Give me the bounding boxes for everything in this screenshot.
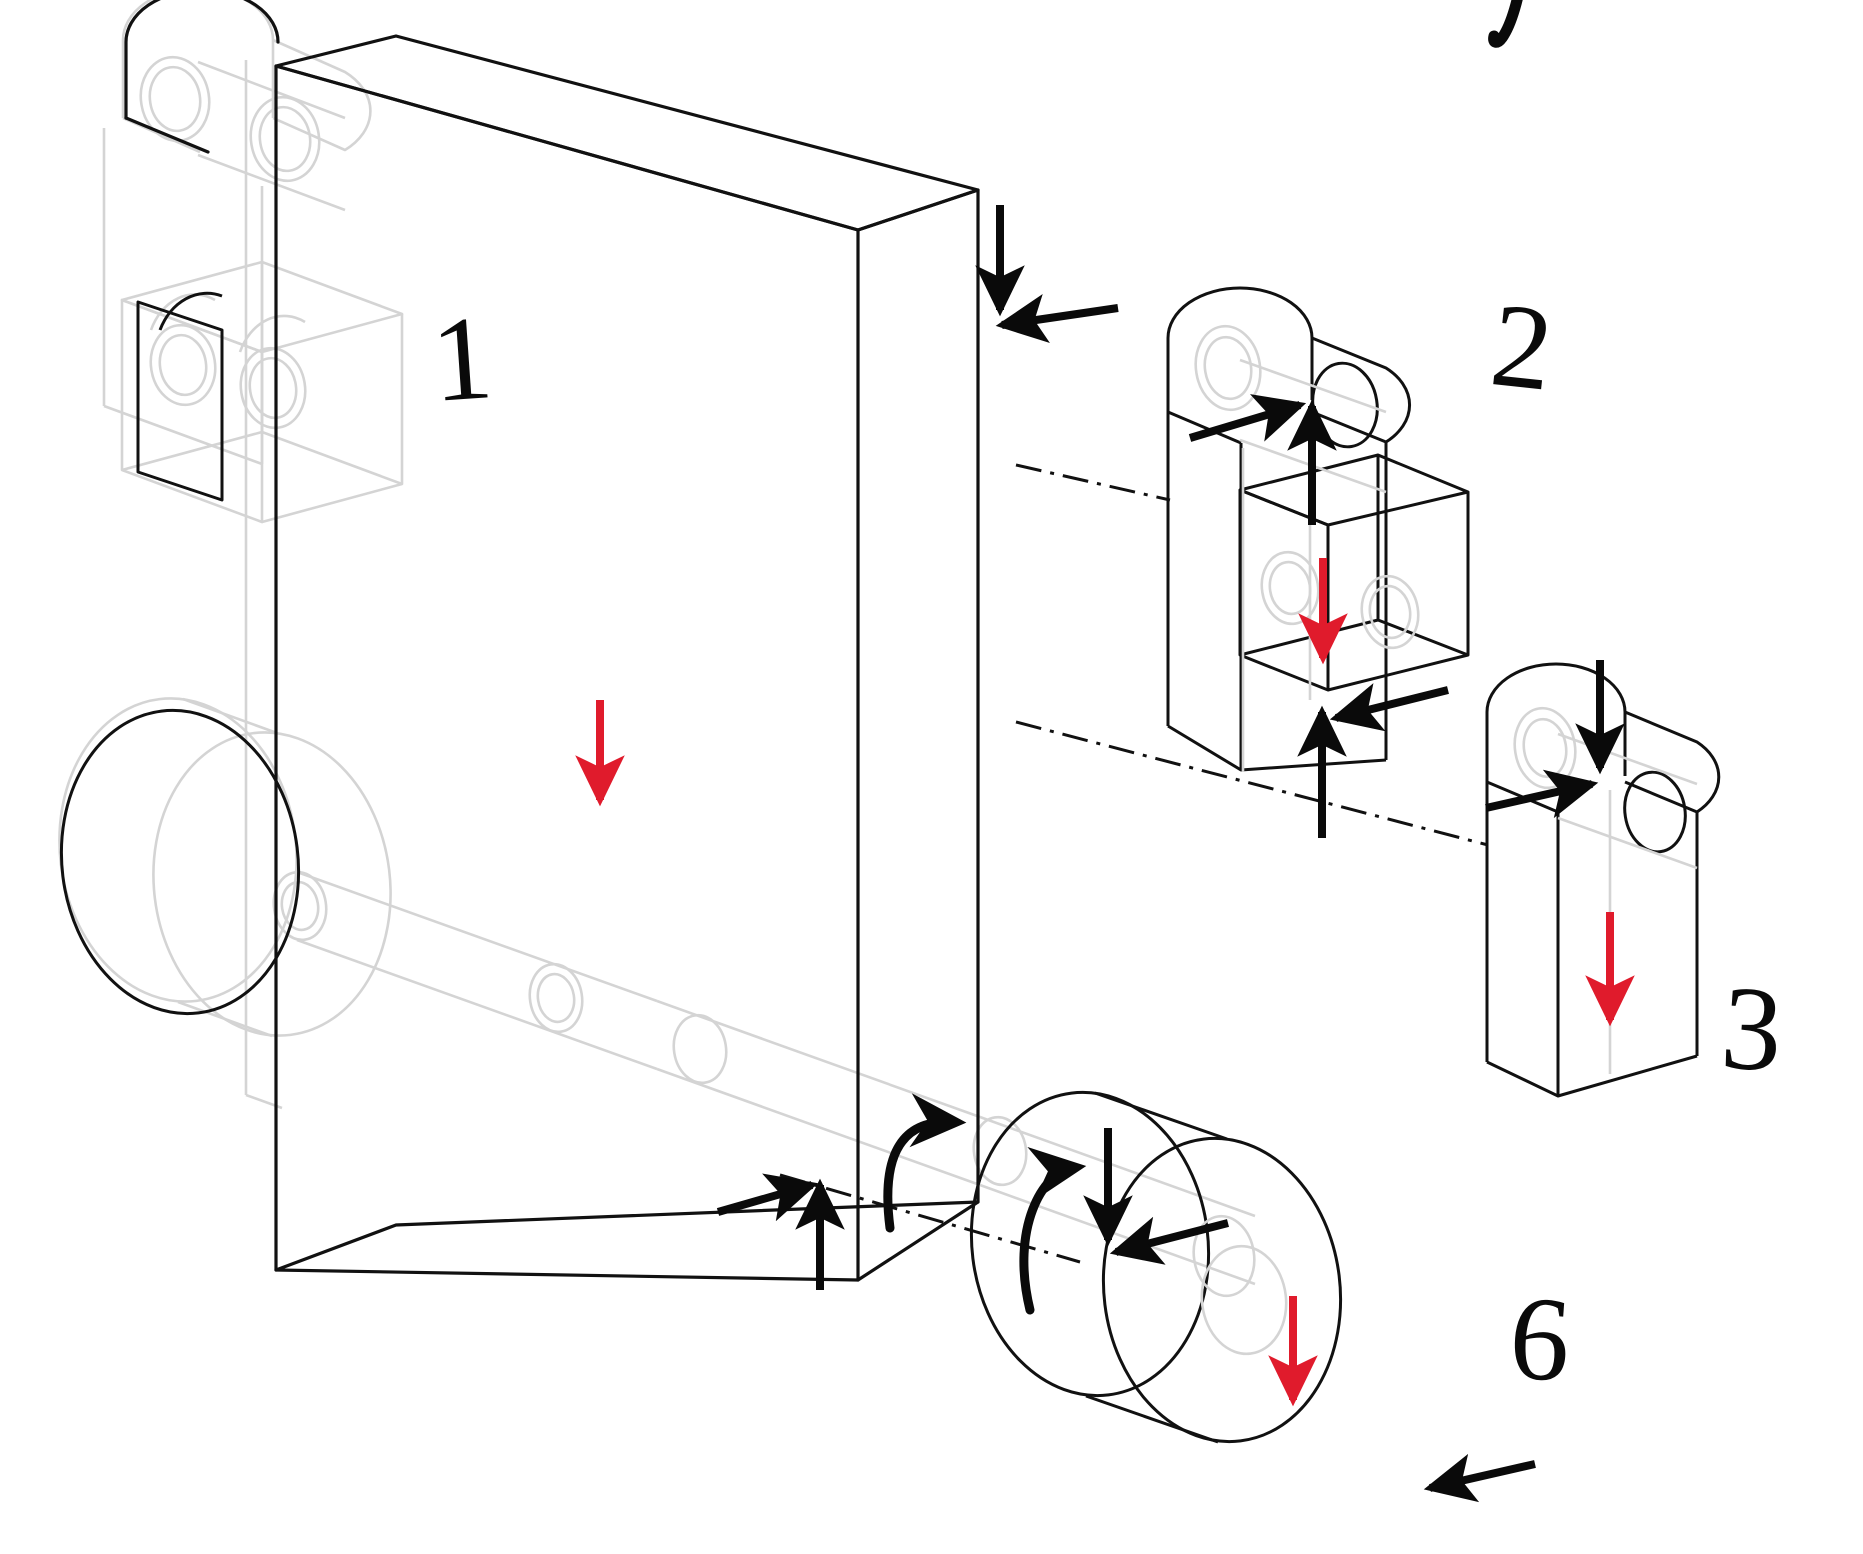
pointer-arrow-plate-bottom xyxy=(716,1173,819,1222)
pointer-arrow-part2-upper xyxy=(1188,394,1307,442)
pointer-arrow-wheel6-shaft xyxy=(1109,1216,1230,1265)
ghost-geometry-part1 xyxy=(58,0,1256,1286)
part-label-1: 1 xyxy=(427,290,497,427)
red-load-arrows xyxy=(575,558,1635,1407)
pointer-arrow-part3 xyxy=(1485,769,1599,819)
black-force-arrows xyxy=(716,205,1625,1503)
part6-ghost-shaft xyxy=(1192,1214,1288,1356)
part1-main-plate xyxy=(124,0,980,1282)
pointer-arrow-part2-lower xyxy=(1329,683,1449,732)
rotation-arrow-ccw-lower xyxy=(1019,1146,1087,1315)
part6-wheel xyxy=(969,1090,1343,1444)
pointer-arrow-wheel6-rim xyxy=(1423,1453,1536,1503)
part-label-6: 6 xyxy=(1505,1270,1575,1407)
centerline-part2-upper xyxy=(1015,463,1171,502)
part-label-3: 3 xyxy=(1717,960,1787,1097)
part2-upper-link-arm xyxy=(1166,286,1470,772)
partial-stroke-top-right xyxy=(1488,0,1523,48)
pointer-arrow-top-pin xyxy=(995,293,1119,344)
centerlines xyxy=(779,463,1489,1264)
rotation-arrow-ccw-upper xyxy=(883,1093,967,1233)
part1-lower-wheel xyxy=(59,708,301,1016)
rotation-arrows xyxy=(883,1093,1087,1315)
centerline-lower-shaft xyxy=(779,1173,1081,1264)
centerline-part2-lower xyxy=(1015,720,1489,847)
part1-mid-bracket xyxy=(136,291,224,502)
